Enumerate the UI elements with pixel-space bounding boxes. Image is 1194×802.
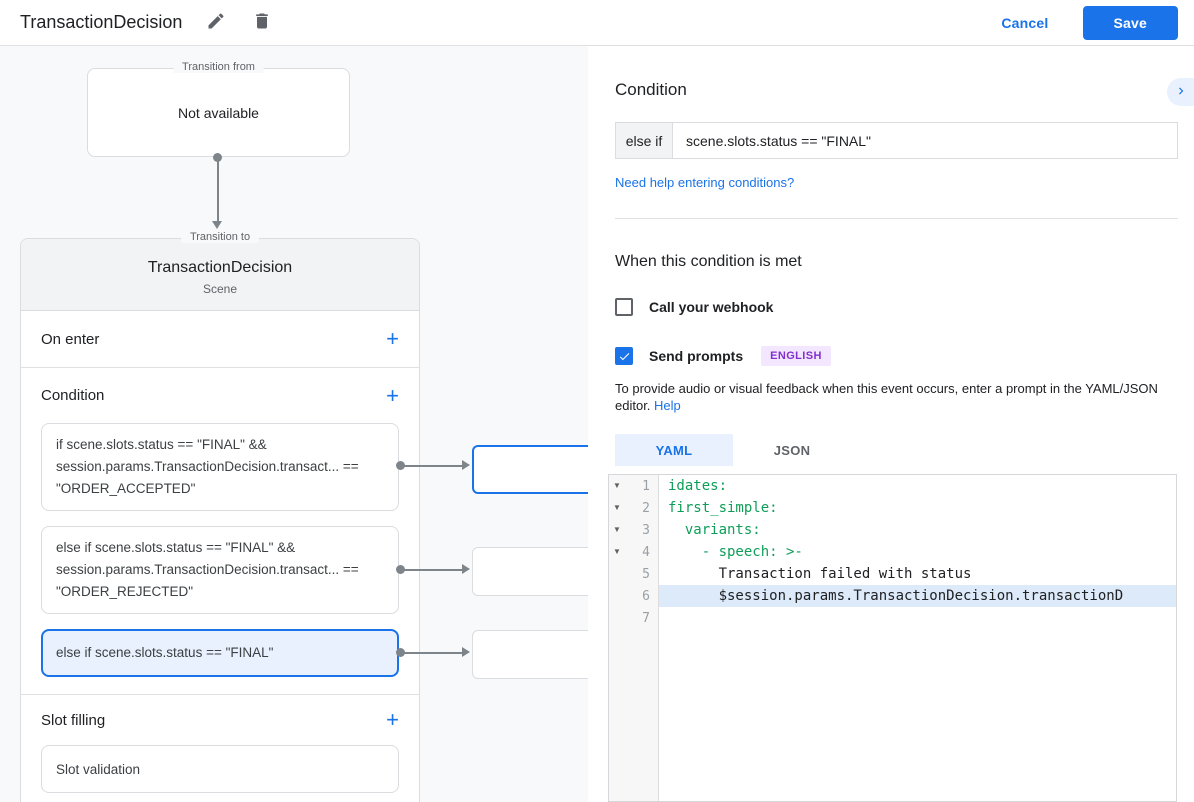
tab-yaml[interactable]: YAML (615, 434, 733, 466)
code-line[interactable]: - speech: >- (668, 544, 803, 560)
on-enter-section[interactable]: On enter + (21, 311, 419, 368)
transition-from-label: Transition from (173, 61, 264, 73)
transition-from-value: Not available (178, 104, 259, 121)
fold-arrow-icon[interactable]: ▼ (613, 547, 621, 556)
page-title: TransactionDecision (20, 12, 183, 32)
scene-name: TransactionDecision (147, 259, 293, 276)
on-enter-label: On enter (41, 330, 100, 348)
condition-label: Condition (41, 387, 105, 404)
condition-editor-panel: Condition else if Need help entering con… (588, 46, 1194, 802)
connector-dot (396, 461, 405, 470)
condition-section-header: Condition + (21, 368, 419, 423)
add-on-enter-icon[interactable]: + (386, 326, 399, 351)
line-number: 2 (642, 500, 650, 516)
help-link[interactable]: Help (654, 398, 681, 413)
arrow-right-icon (462, 564, 470, 574)
scene-card-header: TransactionDecision Scene (21, 239, 419, 311)
webhook-checkbox-row[interactable]: Call your webhook (615, 298, 1178, 316)
prompt-description: To provide audio or visual feedback when… (615, 380, 1175, 414)
condition-prefix: else if (616, 123, 673, 158)
delete-scene-button[interactable] (250, 11, 274, 35)
transition-to-label: Transition to (180, 231, 260, 243)
chevron-right-icon (1174, 84, 1188, 101)
code-line[interactable]: variants: (668, 522, 761, 538)
code-line-highlighted[interactable]: $session.params.TransactionDecision.tran… (659, 585, 1176, 607)
condition-card[interactable]: else if scene.slots.status == "FINAL" &&… (41, 526, 399, 614)
transition-target-box[interactable] (472, 547, 588, 596)
transition-target-box[interactable] (472, 630, 588, 679)
top-bar: TransactionDecision Cancel Save (0, 0, 1194, 46)
line-number: 5 (642, 566, 650, 582)
line-number: 4 (642, 544, 650, 560)
line-number: 7 (642, 610, 650, 626)
connector-line (404, 652, 462, 654)
arrow-right-icon (462, 647, 470, 657)
fold-arrow-icon[interactable]: ▼ (613, 525, 621, 534)
connector-line (404, 465, 462, 467)
slot-filling-section-header: Slot filling + (21, 695, 419, 745)
transition-target-box-selected[interactable] (472, 445, 588, 494)
send-prompts-label: Send prompts (649, 348, 744, 364)
scene-type: Scene (202, 282, 238, 296)
editor-code-area[interactable]: idates: first_simple: variants: - speech:… (659, 475, 1176, 801)
fold-arrow-icon[interactable]: ▼ (613, 503, 621, 512)
webhook-checkbox[interactable] (615, 298, 633, 316)
section-divider (21, 694, 419, 695)
code-line[interactable]: first_simple: (668, 500, 778, 516)
when-condition-met-section: When this condition is met Call your web… (588, 219, 1194, 802)
trash-icon (252, 11, 272, 34)
slot-filling-label: Slot filling (41, 711, 106, 729)
gutter-filler (609, 629, 658, 801)
connector-line (404, 569, 462, 571)
tab-json[interactable]: JSON (773, 442, 811, 458)
add-slot-icon[interactable]: + (386, 707, 399, 732)
slot-validation-card[interactable]: Slot validation (41, 745, 399, 793)
add-condition-icon[interactable]: + (386, 382, 399, 408)
send-prompts-checkbox[interactable] (615, 347, 633, 365)
code-line[interactable] (659, 607, 1176, 629)
webhook-label: Call your webhook (649, 299, 774, 315)
gutter-row: ▼1 (609, 475, 658, 497)
condition-card-selected[interactable]: else if scene.slots.status == "FINAL" (41, 629, 399, 677)
arrow-down-icon (212, 221, 222, 229)
send-prompts-checkbox-row[interactable]: Send prompts ENGLISH (615, 346, 1178, 366)
language-badge: ENGLISH (761, 346, 831, 366)
code-line[interactable]: idates: (668, 478, 728, 494)
collapse-panel-button[interactable] (1167, 78, 1194, 106)
arrow-right-icon (462, 460, 470, 470)
line-number: 3 (642, 522, 650, 538)
connector-dot (396, 565, 405, 574)
gutter-row: 5 (609, 563, 658, 585)
condition-editor-section: Condition else if Need help entering con… (588, 46, 1194, 219)
connector-line (217, 157, 219, 221)
when-condition-title: When this condition is met (615, 253, 802, 270)
cancel-button[interactable]: Cancel (1001, 14, 1049, 31)
save-button[interactable]: Save (1082, 5, 1178, 40)
transition-from-box[interactable]: Transition from Not available (87, 61, 350, 157)
gutter-row: 7 (609, 607, 658, 629)
condition-input[interactable] (673, 123, 1177, 158)
edit-scene-button[interactable] (204, 11, 228, 35)
prompt-description-text: To provide audio or visual feedback when… (615, 381, 1158, 413)
pencil-icon (206, 11, 226, 34)
connector-dot (396, 648, 405, 657)
gutter-row: ▼4 (609, 541, 658, 563)
editor-tabs: YAML JSON (615, 434, 1178, 466)
line-number: 1 (642, 478, 650, 494)
code-line[interactable]: Transaction failed with status (668, 566, 972, 582)
panel-title: Condition (615, 80, 687, 99)
fold-arrow-icon[interactable]: ▼ (613, 481, 621, 490)
line-number: 6 (642, 588, 650, 604)
gutter-row: ▼2 (609, 497, 658, 519)
condition-card[interactable]: if scene.slots.status == "FINAL" && sess… (41, 423, 399, 511)
transition-to-card: Transition to TransactionDecision Scene … (20, 231, 420, 802)
panel-divider (615, 218, 1178, 219)
gutter-row: ▼3 (609, 519, 658, 541)
condition-input-row: else if (615, 122, 1178, 159)
gutter-row: 6 (609, 585, 658, 607)
condition-help-link[interactable]: Need help entering conditions? (615, 175, 795, 190)
scene-flow-canvas: Transition from Not available Transition… (0, 46, 588, 802)
